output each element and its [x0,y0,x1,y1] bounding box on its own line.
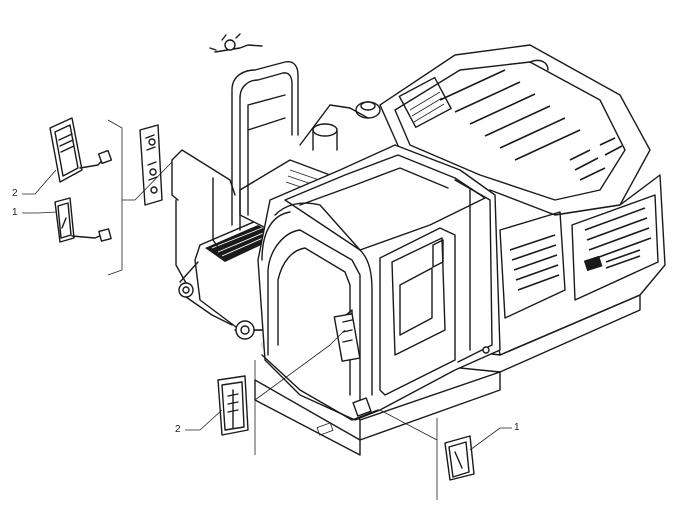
mirror-2-cab [217,375,249,436]
operator-cab [257,144,501,421]
leader-lines [22,169,512,451]
callout-label-1-right: 1 [514,422,520,433]
callout-label-1-top: 1 [12,207,18,218]
callout-label-2-top: 2 [12,188,18,199]
mirror-2-detail [49,117,113,183]
callout-brackets [107,119,438,500]
mirror-1-right [444,435,475,481]
handrail [171,33,369,284]
callout-label-2-cab: 2 [175,424,181,435]
mirror-bracket [139,124,163,206]
mirror-1-detail [54,197,112,243]
side-grille [509,207,652,291]
